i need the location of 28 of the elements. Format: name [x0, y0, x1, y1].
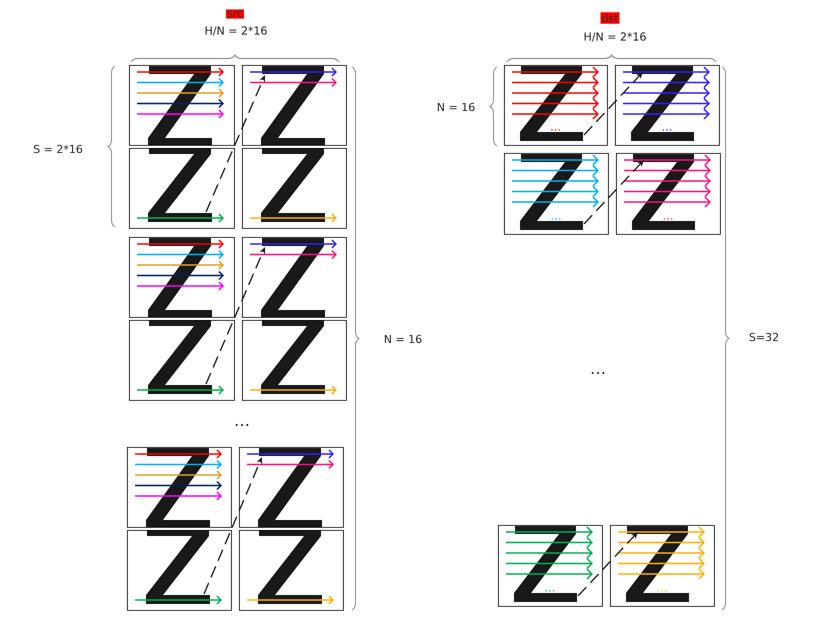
brace-label: H/N = 2*16: [584, 32, 646, 42]
panel-box: [129, 320, 235, 401]
panel-box: [242, 236, 347, 318]
panel-box: …: [498, 524, 603, 607]
brace-label: N = 16: [384, 334, 422, 344]
tag-label: dst: [600, 12, 620, 24]
panel-box: …: [504, 152, 609, 235]
tag-label: src: [226, 9, 244, 19]
ellipsis: …: [592, 372, 604, 374]
panel-box: …: [616, 152, 721, 235]
brace-label: H/N = 2*16: [206, 26, 267, 36]
panel-box: [239, 530, 344, 611]
panel-box: [129, 148, 235, 229]
panel-box: [242, 148, 347, 229]
panel-box: …: [615, 65, 720, 146]
panel-box: …: [504, 65, 608, 146]
brace-label: S = 2*16: [34, 144, 82, 154]
panel-box: [242, 320, 347, 401]
panel-box: [127, 530, 232, 611]
panel-box: …: [610, 524, 715, 607]
panel-box: [127, 446, 232, 528]
ellipsis: …: [236, 424, 248, 426]
panel-box: [129, 65, 235, 146]
panel-box: [239, 446, 344, 528]
brace-label: N = 16: [438, 102, 475, 112]
panel-box: [129, 236, 235, 318]
brace-label: S=32: [750, 332, 778, 342]
panel-box: [242, 65, 347, 146]
